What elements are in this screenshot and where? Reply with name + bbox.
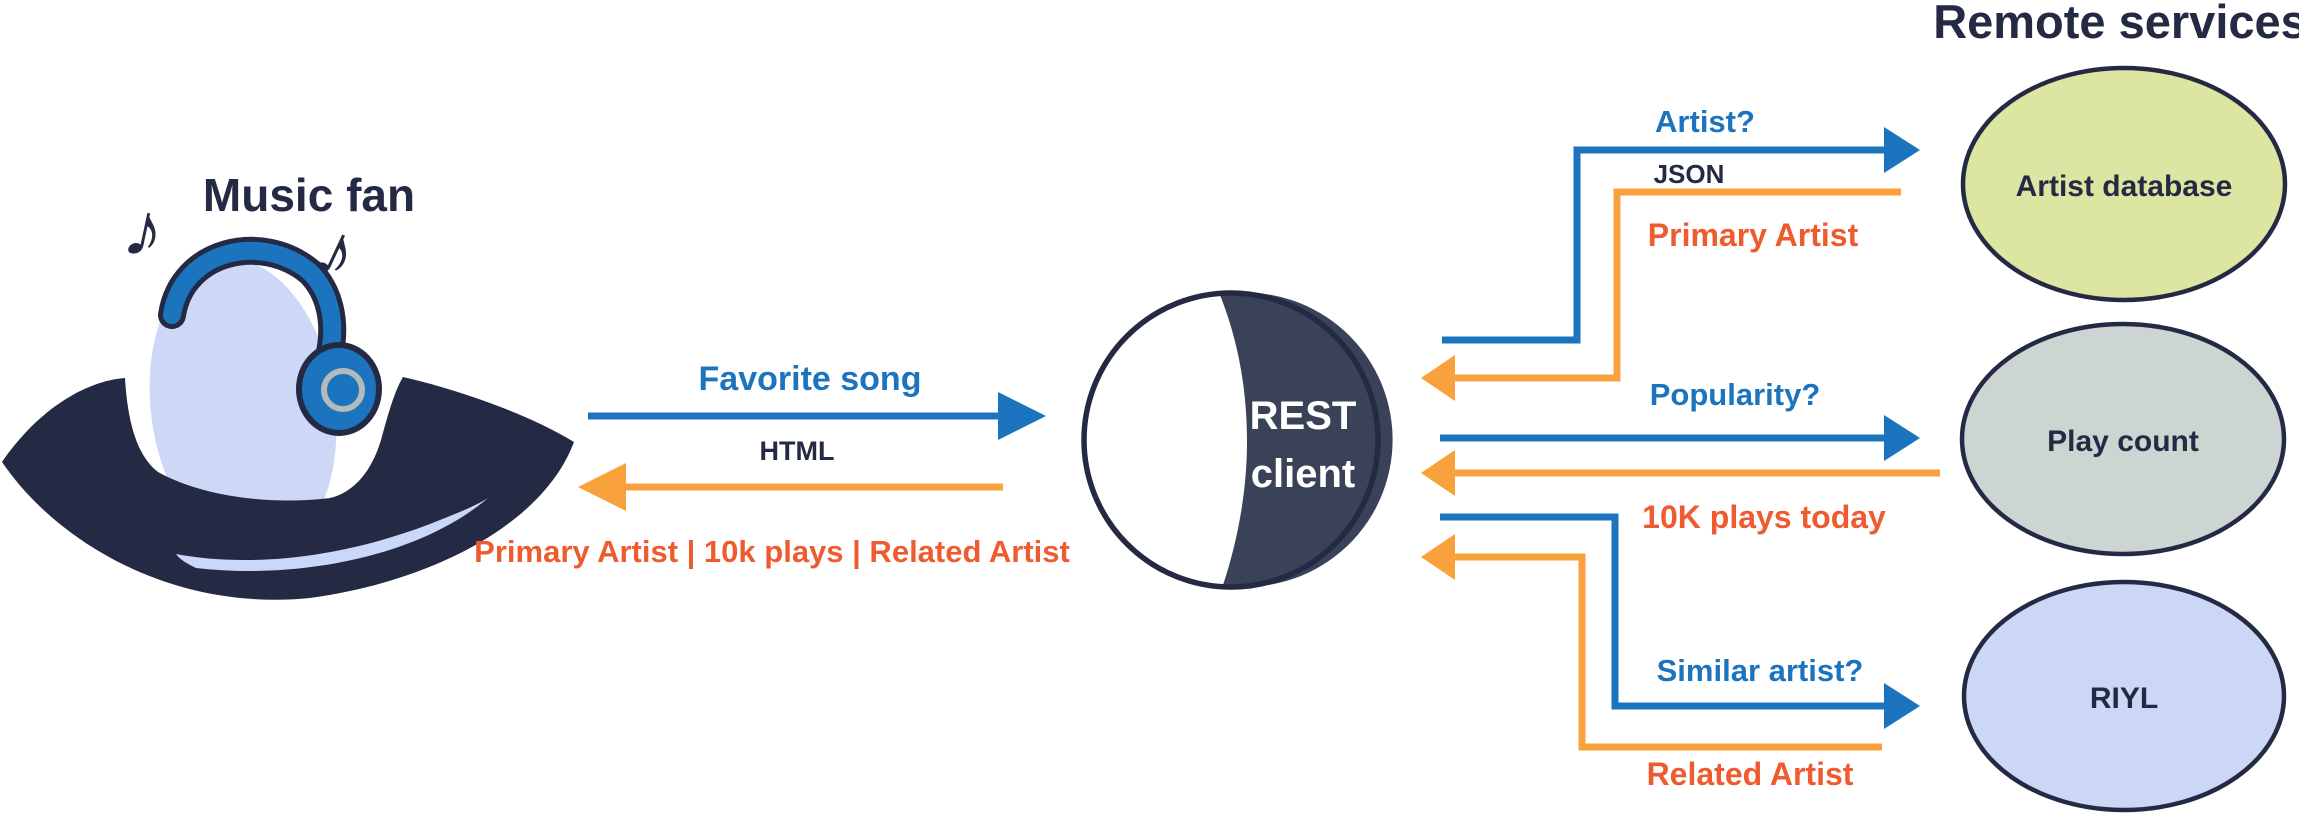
arrowhead-left-icon <box>1421 450 1455 496</box>
actor-label: Music fan <box>203 169 415 221</box>
client-circle-outline <box>1081 290 1381 590</box>
similar-artist-response-label: Related Artist <box>1647 756 1854 792</box>
left-response-label: Primary Artist | 10k plays | Related Art… <box>474 534 1070 569</box>
arrowhead-left-icon <box>578 463 626 511</box>
service-node-riyl: RIYL <box>1961 579 2287 813</box>
head-face <box>149 258 337 558</box>
client-label-line1: REST <box>1250 394 1357 438</box>
html-format-label: HTML <box>760 436 835 466</box>
similar-artist-response-arrow <box>1421 534 1882 751</box>
similar-artist-request-arrow <box>1440 513 1920 729</box>
music-fan-illustration: ♪ ♪ ♪ <box>2 183 574 600</box>
artist-request-arrow <box>1442 127 1920 344</box>
service-label: Play count <box>2047 425 2199 458</box>
arrowhead-left-icon <box>1421 355 1455 401</box>
arrowhead-left-icon <box>1421 534 1455 580</box>
client-label-line2: client <box>1251 452 1355 496</box>
service-label: RIYL <box>2090 682 2158 715</box>
collar-highlight <box>176 498 488 572</box>
earcup-ring <box>321 368 365 412</box>
headphone-earcup <box>296 342 382 436</box>
arrowhead-right-icon <box>1884 127 1920 173</box>
service-label: Artist database <box>2016 170 2233 203</box>
favorite-song-request-arrow <box>588 392 1046 440</box>
headphone-band <box>163 241 342 361</box>
service-ellipse <box>1959 321 2287 557</box>
left-response-arrow <box>578 463 1003 511</box>
arrowhead-right-icon <box>998 392 1046 440</box>
arrowhead-right-icon <box>1884 683 1920 729</box>
popularity-request-label: Popularity? <box>1650 377 1821 412</box>
artist-response-label: Primary Artist <box>1648 217 1859 253</box>
client-circle-dark-half <box>1220 292 1393 587</box>
artist-request-label: Artist? <box>1655 104 1755 139</box>
popularity-request-arrow <box>1440 415 1920 461</box>
similar-artist-request-label: Similar artist? <box>1657 653 1864 688</box>
service-node-play-count: Play count <box>1959 321 2287 557</box>
shoulders <box>2 377 574 600</box>
service-ellipse <box>1961 579 2287 813</box>
artist-response-arrow <box>1421 188 1901 401</box>
service-node-artist-database: Artist database <box>1960 65 2288 303</box>
popularity-response-label: 10K plays today <box>1642 499 1886 535</box>
json-format-label: JSON <box>1654 159 1725 189</box>
service-ellipse <box>1960 65 2288 303</box>
remote-services-title: Remote services <box>1933 0 2299 48</box>
rest-client-node: REST client <box>1081 290 1393 590</box>
popularity-response-arrow <box>1421 450 1940 496</box>
arrowhead-right-icon <box>1884 415 1920 461</box>
favorite-song-label: Favorite song <box>699 360 922 398</box>
music-note-icon: ♪ <box>116 183 172 277</box>
